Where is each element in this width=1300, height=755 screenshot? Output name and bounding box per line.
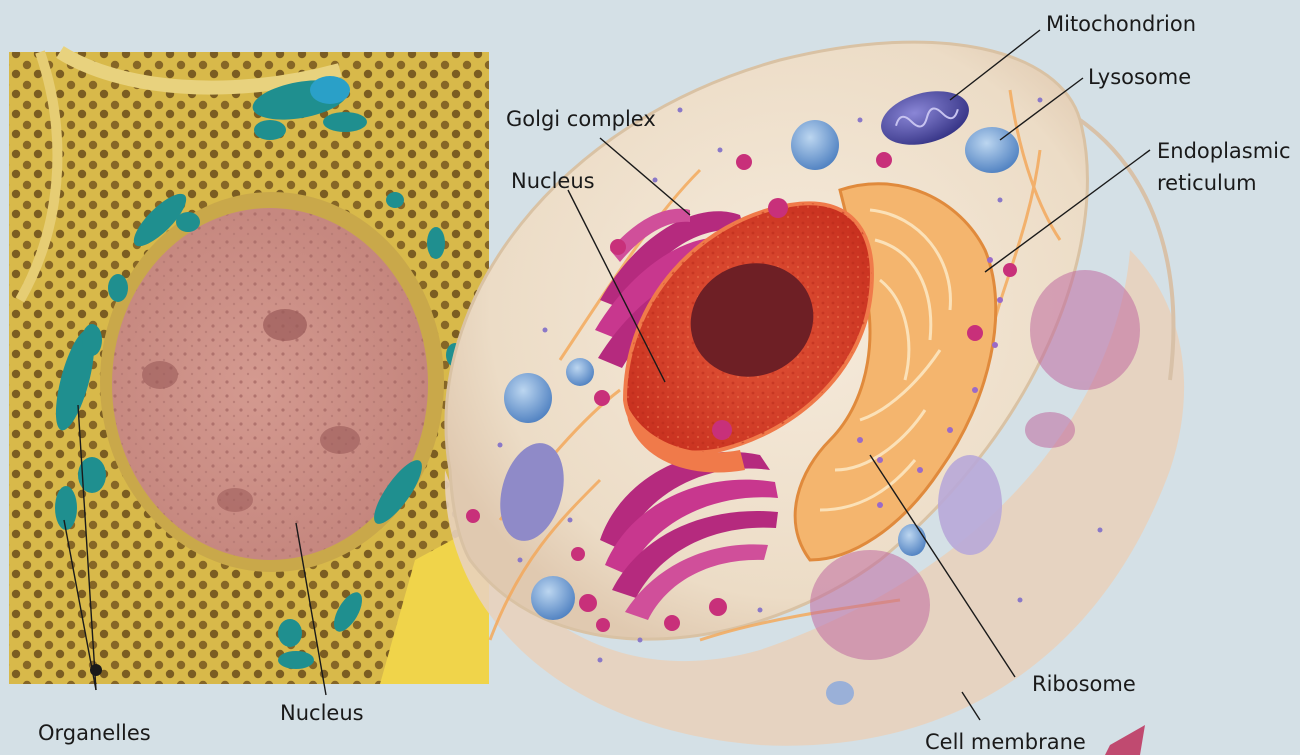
mitochondrion-shape (323, 112, 367, 132)
label-nucleus-right: Nucleus (511, 169, 595, 193)
mitochondrion-shape (55, 486, 77, 530)
mitochondrion-shape (176, 212, 200, 232)
chromatin-clump (217, 488, 253, 512)
label-cell-membrane: Cell membrane (925, 730, 1086, 754)
cell-illustration (445, 42, 1184, 755)
micrograph-panel (9, 52, 489, 684)
label-golgi-complex: Golgi complex (506, 107, 656, 131)
label-ribosome: Ribosome (1032, 672, 1136, 696)
label-mitochondrion: Mitochondrion (1046, 12, 1196, 36)
leader-dot (90, 664, 102, 676)
mitochondrion-shape (427, 227, 445, 259)
mitochondrion-shape (278, 651, 314, 669)
mitochondrion-shape (310, 76, 350, 104)
label-reticulum: reticulum (1157, 171, 1257, 195)
chromatin-clump (263, 309, 307, 341)
mitochondrion-shape (254, 120, 286, 140)
label-endoplasmic: Endoplasmic (1157, 139, 1291, 163)
lysosome-organelle (965, 127, 1019, 173)
label-lysosome: Lysosome (1088, 65, 1191, 89)
chromatin-clump (320, 426, 360, 454)
label-organelles: Organelles (38, 721, 151, 745)
mitochondrion-shape (386, 192, 404, 208)
chromatin-clump (142, 361, 178, 389)
page-corner-mark (1105, 725, 1145, 755)
mitochondrion-shape (108, 274, 128, 302)
label-nucleus-left: Nucleus (280, 701, 364, 725)
mitochondrion-shape (278, 619, 302, 647)
mitochondrion-shape (82, 324, 102, 356)
